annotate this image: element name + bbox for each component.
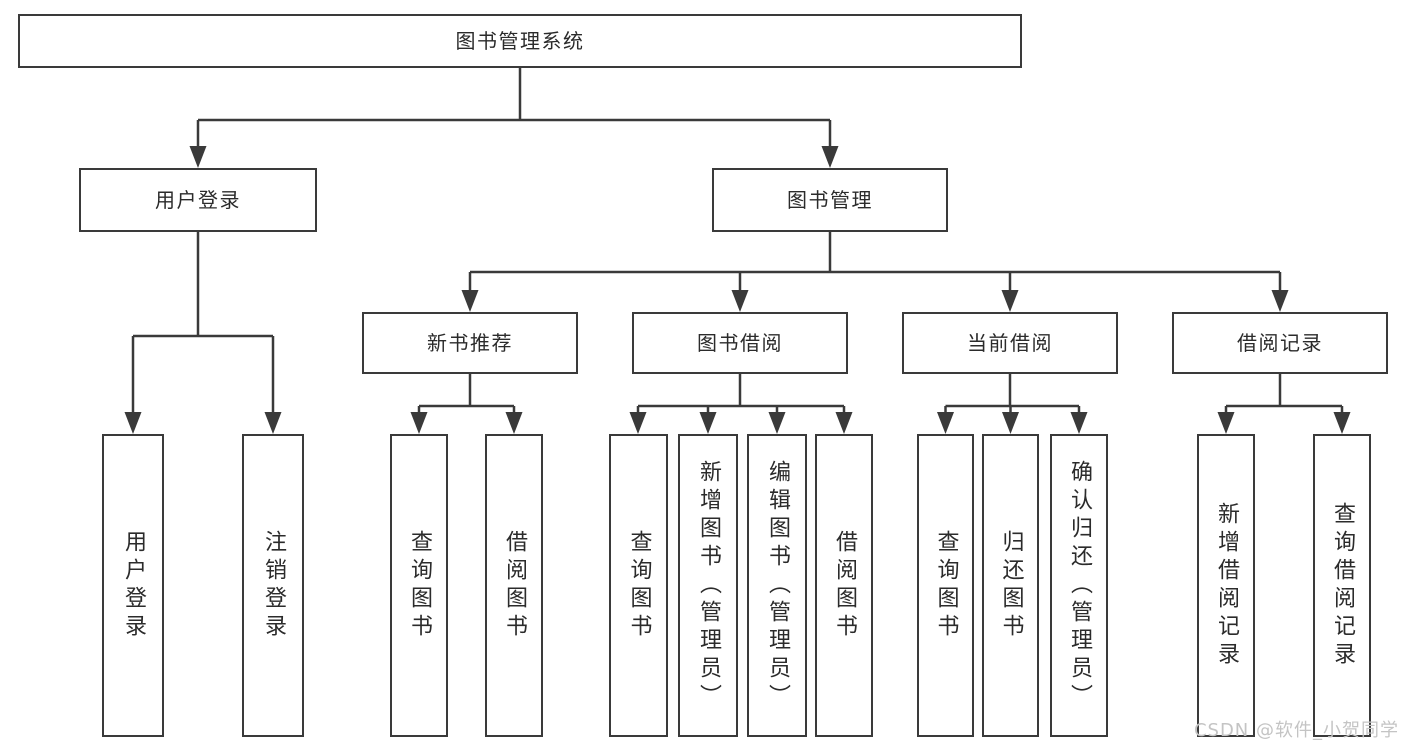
csdn-watermark: CSDN @软件_小贺同学 (1193, 720, 1399, 741)
leaf-logout-label: 注销登录 (261, 529, 286, 642)
node-new-book-recommendation: 新书推荐 (362, 312, 578, 374)
leaf-confirm-return-admin: 确认归还（管理员） (1050, 434, 1108, 737)
node-new-book-recommendation-label: 新书推荐 (427, 331, 513, 355)
node-current-borrowing: 当前借阅 (902, 312, 1118, 374)
leaf-query-borrow-record: 查询借阅记录 (1313, 434, 1371, 737)
leaf-add-books-admin: 新增图书（管理员） (678, 434, 738, 737)
leaf-query-borrow-record-label: 查询借阅记录 (1330, 501, 1355, 670)
node-user-login: 用户登录 (79, 168, 317, 232)
leaf-recommend-borrow-books: 借阅图书 (485, 434, 543, 737)
leaf-return-books: 归还图书 (982, 434, 1039, 737)
leaf-recommend-borrow-books-label: 借阅图书 (502, 529, 527, 642)
node-current-borrowing-label: 当前借阅 (967, 331, 1053, 355)
node-user-login-label: 用户登录 (155, 188, 241, 212)
node-library-management-system: 图书管理系统 (18, 14, 1022, 68)
leaf-edit-books-admin-label: 编辑图书（管理员） (765, 459, 790, 712)
leaf-borrowing-query-books: 查询图书 (609, 434, 668, 737)
leaf-add-books-admin-label: 新增图书（管理员） (696, 459, 721, 712)
leaf-confirm-return-admin-label: 确认归还（管理员） (1067, 459, 1092, 712)
node-book-borrowing: 图书借阅 (632, 312, 848, 374)
leaf-add-borrow-record-label: 新增借阅记录 (1214, 501, 1239, 670)
node-book-management: 图书管理 (712, 168, 948, 232)
node-book-borrowing-label: 图书借阅 (697, 331, 783, 355)
leaf-borrowing-borrow-books-label: 借阅图书 (832, 529, 857, 642)
node-borrowing-records: 借阅记录 (1172, 312, 1388, 374)
leaf-current-query-books: 查询图书 (917, 434, 974, 737)
leaf-recommend-query-books-label: 查询图书 (407, 529, 432, 642)
leaf-current-query-books-label: 查询图书 (933, 529, 959, 642)
leaf-add-borrow-record: 新增借阅记录 (1197, 434, 1255, 737)
leaf-user-login: 用户登录 (102, 434, 164, 737)
leaf-recommend-query-books: 查询图书 (390, 434, 448, 737)
leaf-borrowing-borrow-books: 借阅图书 (815, 434, 873, 737)
leaf-user-login-label: 用户登录 (121, 529, 146, 642)
leaf-return-books-label: 归还图书 (998, 529, 1024, 642)
node-borrowing-records-label: 借阅记录 (1237, 331, 1323, 355)
leaf-borrowing-query-books-label: 查询图书 (626, 529, 652, 642)
leaf-edit-books-admin: 编辑图书（管理员） (747, 434, 807, 737)
node-book-management-label: 图书管理 (787, 188, 873, 212)
node-library-management-system-label: 图书管理系统 (455, 29, 585, 53)
leaf-logout: 注销登录 (242, 434, 304, 737)
